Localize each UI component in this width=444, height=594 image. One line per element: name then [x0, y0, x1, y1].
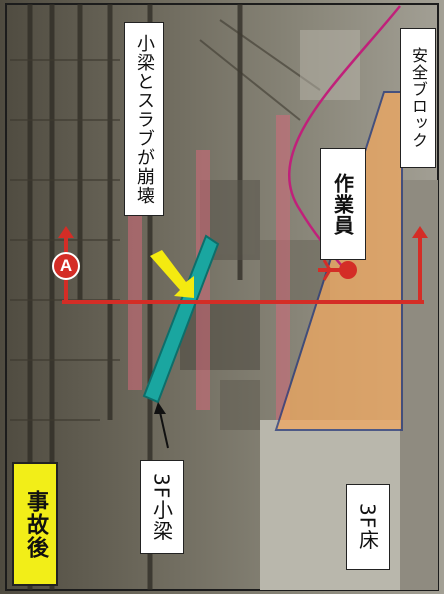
beam-pointer	[159, 411, 169, 449]
yellow-arrow-icon	[150, 250, 194, 298]
person-figure-icon	[318, 259, 357, 281]
worker-label: 作業員	[320, 148, 366, 260]
guide-arrow-right-icon	[412, 226, 428, 238]
safety-block-label: 安全ブロック	[400, 28, 436, 168]
third-floor-beam-label: 3F小梁	[140, 460, 184, 554]
guide-arrow-left-icon	[58, 226, 74, 238]
third-floor-slab-label: 3F床	[346, 484, 390, 570]
title-badge: 事故後	[12, 462, 58, 586]
circle-letter-icon: A	[52, 252, 80, 280]
beam-slab-collapse-label: 小梁とスラブが崩壊	[124, 22, 164, 216]
